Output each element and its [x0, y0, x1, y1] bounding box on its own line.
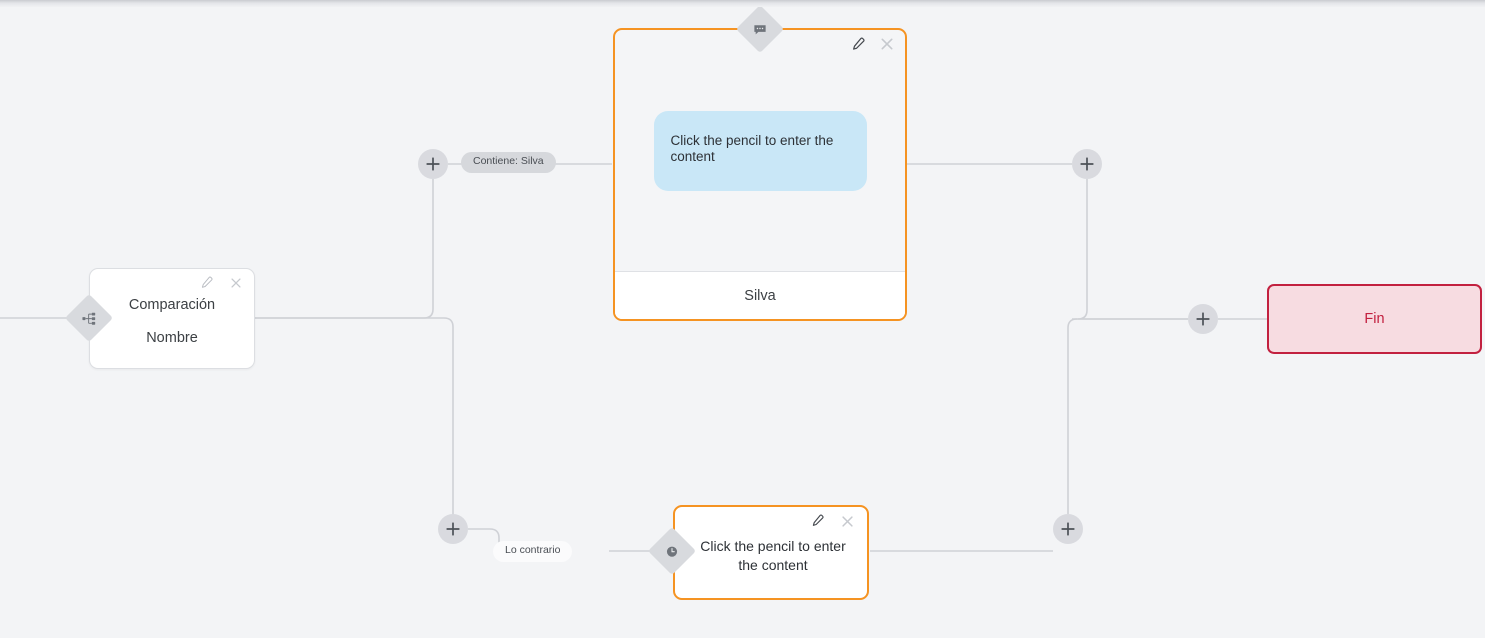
node-message-bottom-handle[interactable]: [647, 526, 697, 576]
edge-comparison-to-true: [255, 179, 434, 319]
node-comparison-body: Comparación Nombre: [90, 269, 254, 346]
node-message-top[interactable]: Click the pencil to enter the content Si…: [613, 28, 907, 321]
node-message-top-bubble: Click the pencil to enter the content: [653, 110, 867, 192]
plus-icon: [1196, 312, 1210, 326]
edge-comparison-to-false: [255, 317, 454, 529]
node-comparison-handle[interactable]: [64, 293, 114, 343]
clock-icon: [665, 544, 680, 559]
plus-icon: [1061, 522, 1075, 536]
add-node-false-branch[interactable]: [438, 514, 468, 544]
edge-label-false[interactable]: Lo contrario: [493, 541, 573, 562]
node-message-top-actions: [849, 36, 895, 52]
edge-false-corner-in: [468, 528, 500, 551]
node-end-label: Fin: [1364, 311, 1385, 327]
node-comparison[interactable]: Comparación Nombre: [89, 268, 255, 369]
edge-label-true[interactable]: Contiene: Silva: [461, 152, 556, 173]
add-node-before-end[interactable]: [1188, 304, 1218, 334]
chat-bubble-icon: [753, 22, 768, 37]
node-end[interactable]: Fin: [1267, 284, 1482, 354]
pencil-icon[interactable]: [198, 275, 214, 291]
node-message-bottom[interactable]: Click the pencil to enter the content: [673, 505, 869, 600]
node-message-top-bubble-area: Click the pencil to enter the content: [615, 30, 905, 272]
plus-icon: [426, 157, 440, 171]
close-icon[interactable]: [839, 513, 855, 529]
pencil-icon[interactable]: [809, 513, 825, 529]
node-message-top-footer: Silva: [615, 271, 905, 319]
node-comparison-subtitle: Nombre: [146, 330, 198, 346]
plus-icon: [1080, 157, 1094, 171]
pencil-icon[interactable]: [849, 36, 865, 52]
add-node-true-branch[interactable]: [418, 149, 448, 179]
edge-merge-top: [1077, 179, 1188, 320]
close-icon[interactable]: [879, 36, 895, 52]
node-message-bottom-actions: [809, 513, 855, 529]
plus-icon: [446, 522, 460, 536]
node-comparison-title: Comparación: [128, 297, 216, 313]
sitemap-icon: [82, 311, 97, 326]
node-message-bottom-text: Click the pencil to enter the content: [700, 538, 846, 573]
node-comparison-actions: [198, 275, 244, 291]
edge-merge-bottom: [1067, 318, 1078, 514]
add-node-after-message-top[interactable]: [1072, 149, 1102, 179]
close-icon[interactable]: [228, 275, 244, 291]
node-message-top-handle[interactable]: [735, 4, 785, 54]
add-node-after-message-bottom[interactable]: [1053, 514, 1083, 544]
